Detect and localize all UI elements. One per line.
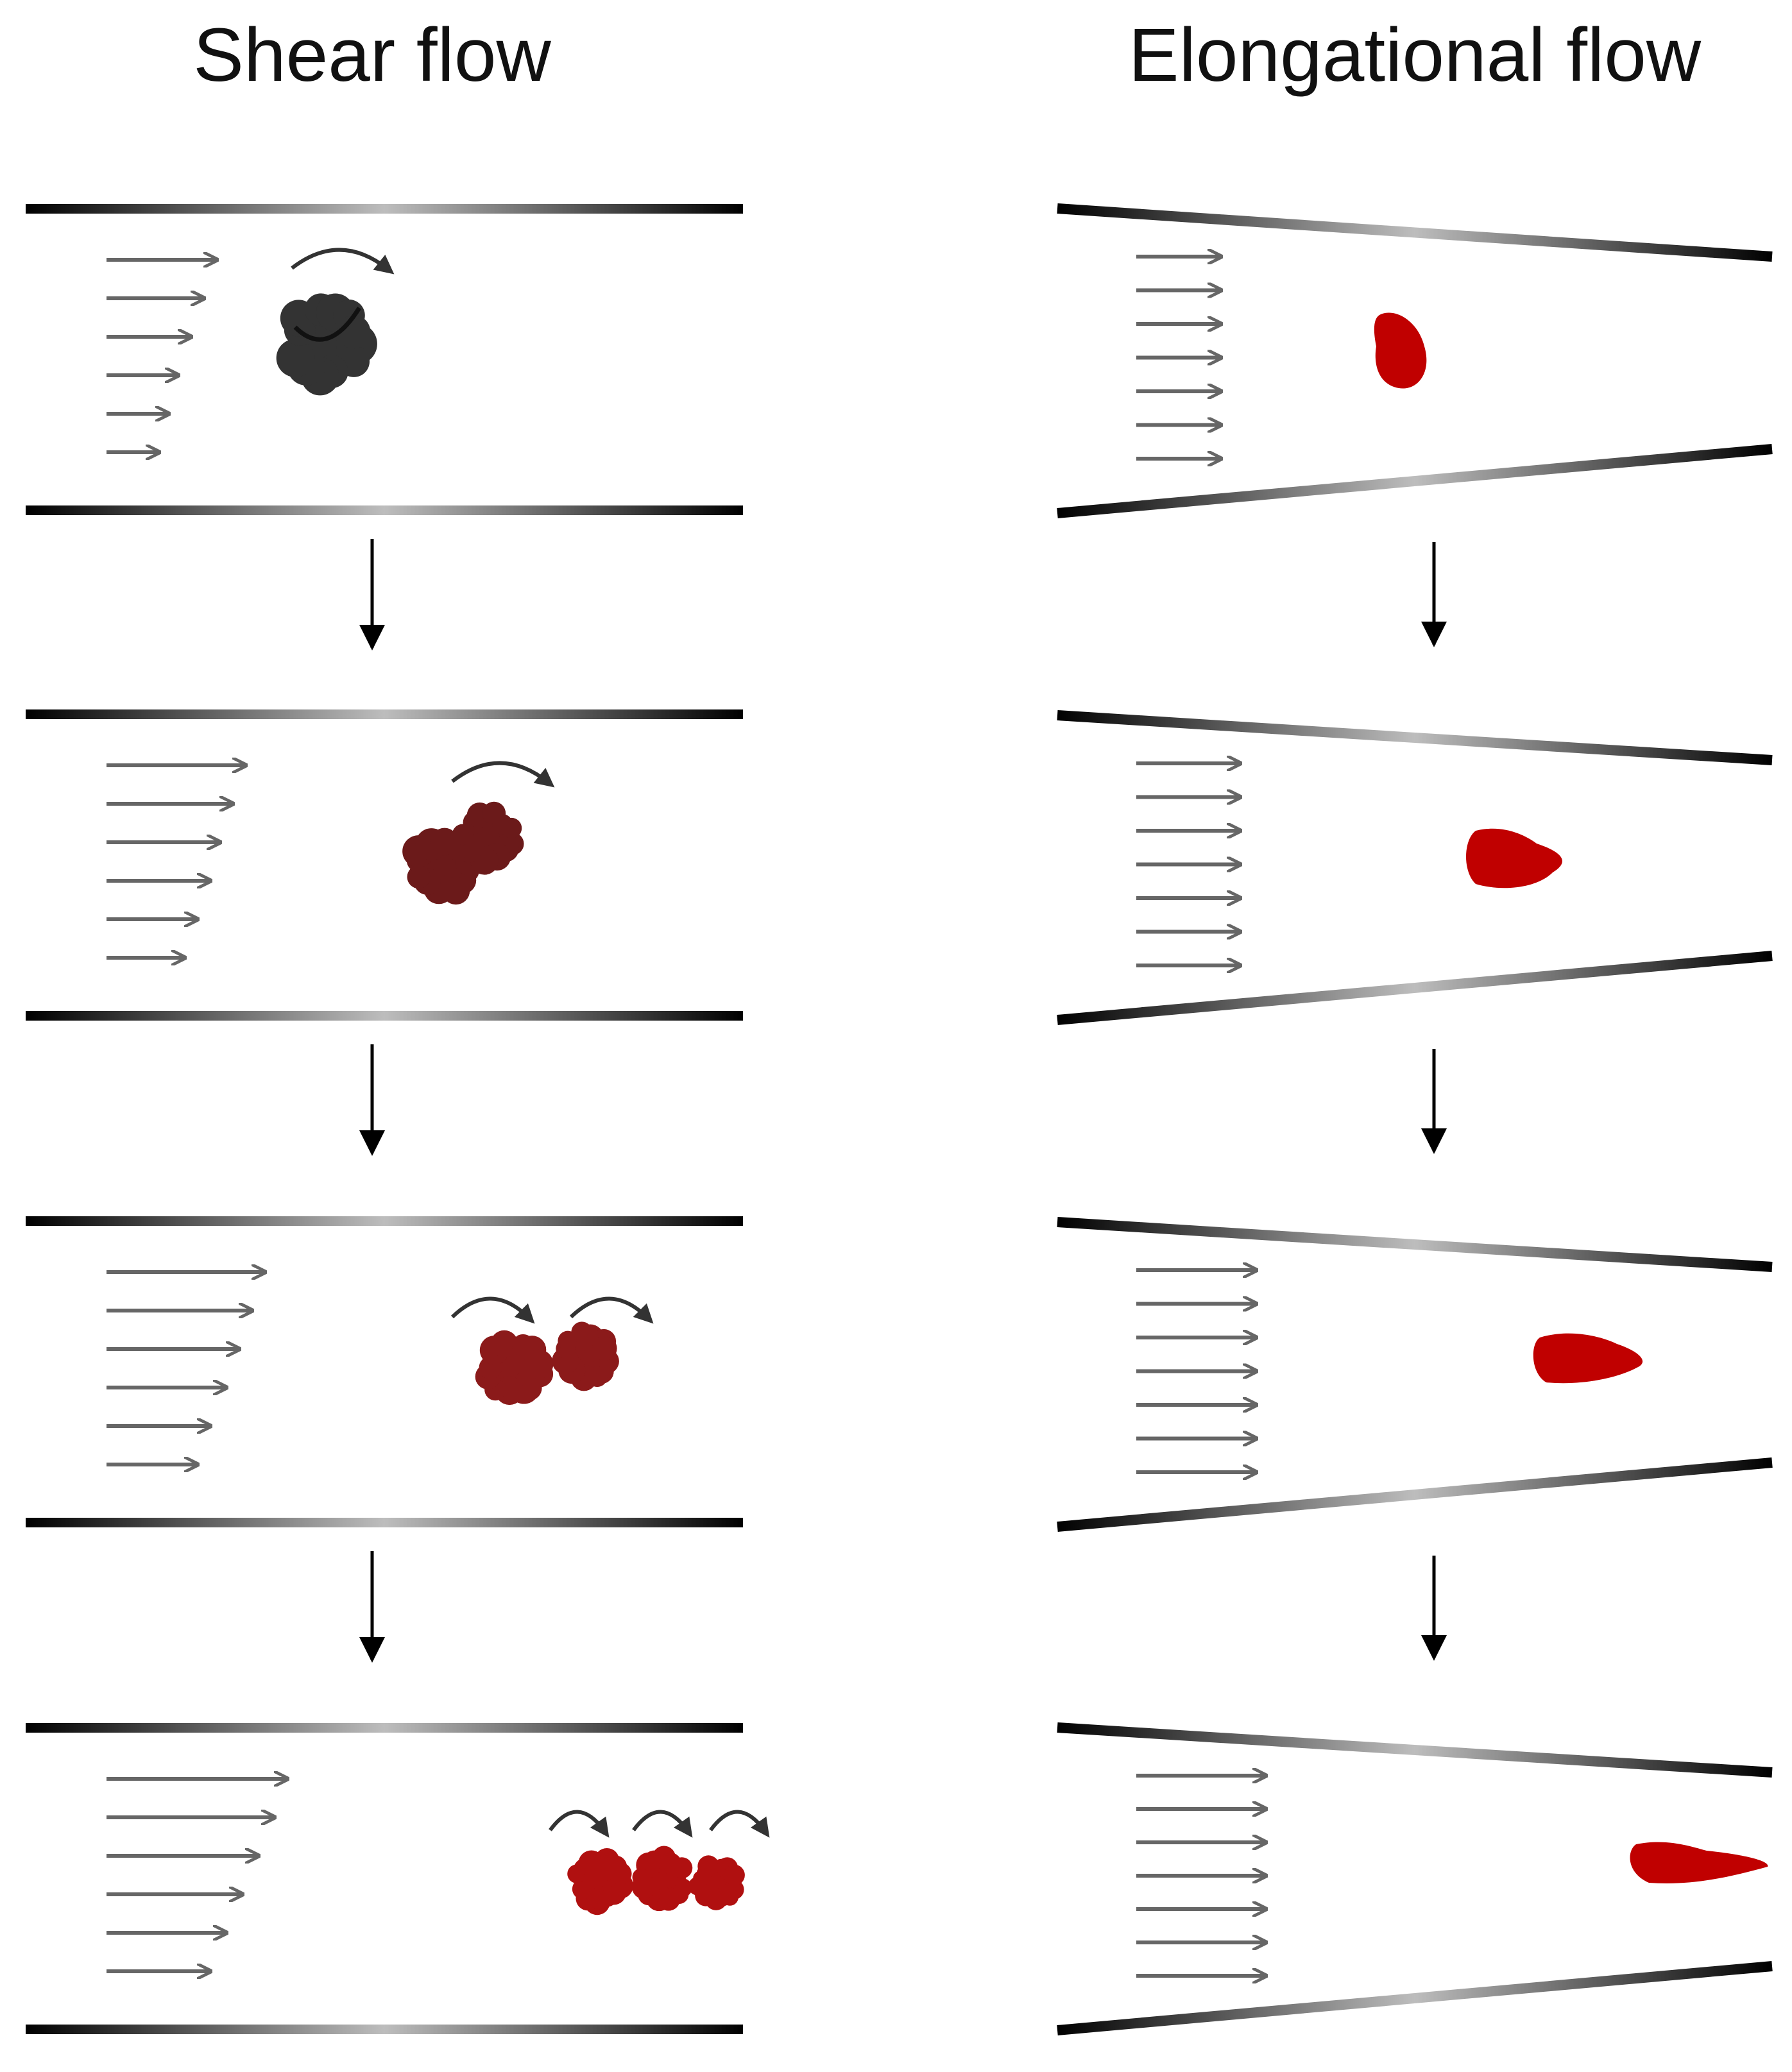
droplet bbox=[1533, 1333, 1643, 1384]
shear-flow-title: Shear flow bbox=[193, 13, 551, 98]
converging-bottom-wall bbox=[1057, 1457, 1773, 1532]
elongational-panel-1 bbox=[1057, 203, 1773, 518]
aggregate bbox=[276, 293, 377, 396]
rotation-arrow bbox=[709, 1810, 770, 1838]
converging-top-wall bbox=[1057, 203, 1773, 262]
rotation-arrow bbox=[291, 248, 395, 275]
rotation-arrow bbox=[549, 1810, 610, 1838]
shear-flow-column bbox=[26, 204, 770, 2034]
aggregate bbox=[688, 1855, 745, 1910]
shear-panel-3 bbox=[26, 1216, 743, 1527]
droplet bbox=[1466, 828, 1562, 888]
elongational-flow-title: Elongational flow bbox=[1128, 13, 1702, 98]
shear-panel-1 bbox=[26, 204, 743, 515]
rotation-arrow bbox=[450, 1296, 535, 1324]
rotation-arrow bbox=[569, 1296, 654, 1324]
converging-top-wall bbox=[1057, 1722, 1773, 1778]
elongational-panel-2 bbox=[1057, 710, 1773, 1025]
converging-bottom-wall bbox=[1057, 1961, 1773, 2035]
channel-top-wall bbox=[26, 204, 743, 214]
aggregate bbox=[631, 1846, 693, 1912]
converging-top-wall bbox=[1057, 1217, 1773, 1272]
channel-bottom-wall bbox=[26, 1518, 743, 1527]
channel-bottom-wall bbox=[26, 1011, 743, 1021]
channel-bottom-wall bbox=[26, 505, 743, 515]
channel-top-wall bbox=[26, 1216, 743, 1226]
converging-bottom-wall bbox=[1057, 444, 1773, 518]
aggregate bbox=[567, 1848, 634, 1915]
aggregate bbox=[475, 1330, 554, 1405]
shear-panel-2 bbox=[26, 709, 743, 1021]
channel-top-wall bbox=[26, 1723, 743, 1733]
rotation-arrow-inner bbox=[293, 307, 361, 342]
droplet bbox=[1374, 312, 1427, 389]
converging-bottom-wall bbox=[1057, 951, 1773, 1025]
rotation-arrow bbox=[451, 761, 555, 788]
elongational-panel-4 bbox=[1057, 1722, 1773, 2035]
channel-top-wall bbox=[26, 709, 743, 719]
elongational-flow-column bbox=[1057, 203, 1773, 2035]
channel-bottom-wall bbox=[26, 2025, 743, 2034]
rotation-arrow bbox=[632, 1810, 693, 1838]
converging-top-wall bbox=[1057, 710, 1773, 765]
droplet bbox=[1630, 1842, 1768, 1883]
shear-panel-4 bbox=[26, 1723, 770, 2034]
aggregate bbox=[452, 801, 524, 875]
elongational-panel-3 bbox=[1057, 1217, 1773, 1532]
aggregate bbox=[552, 1321, 619, 1391]
